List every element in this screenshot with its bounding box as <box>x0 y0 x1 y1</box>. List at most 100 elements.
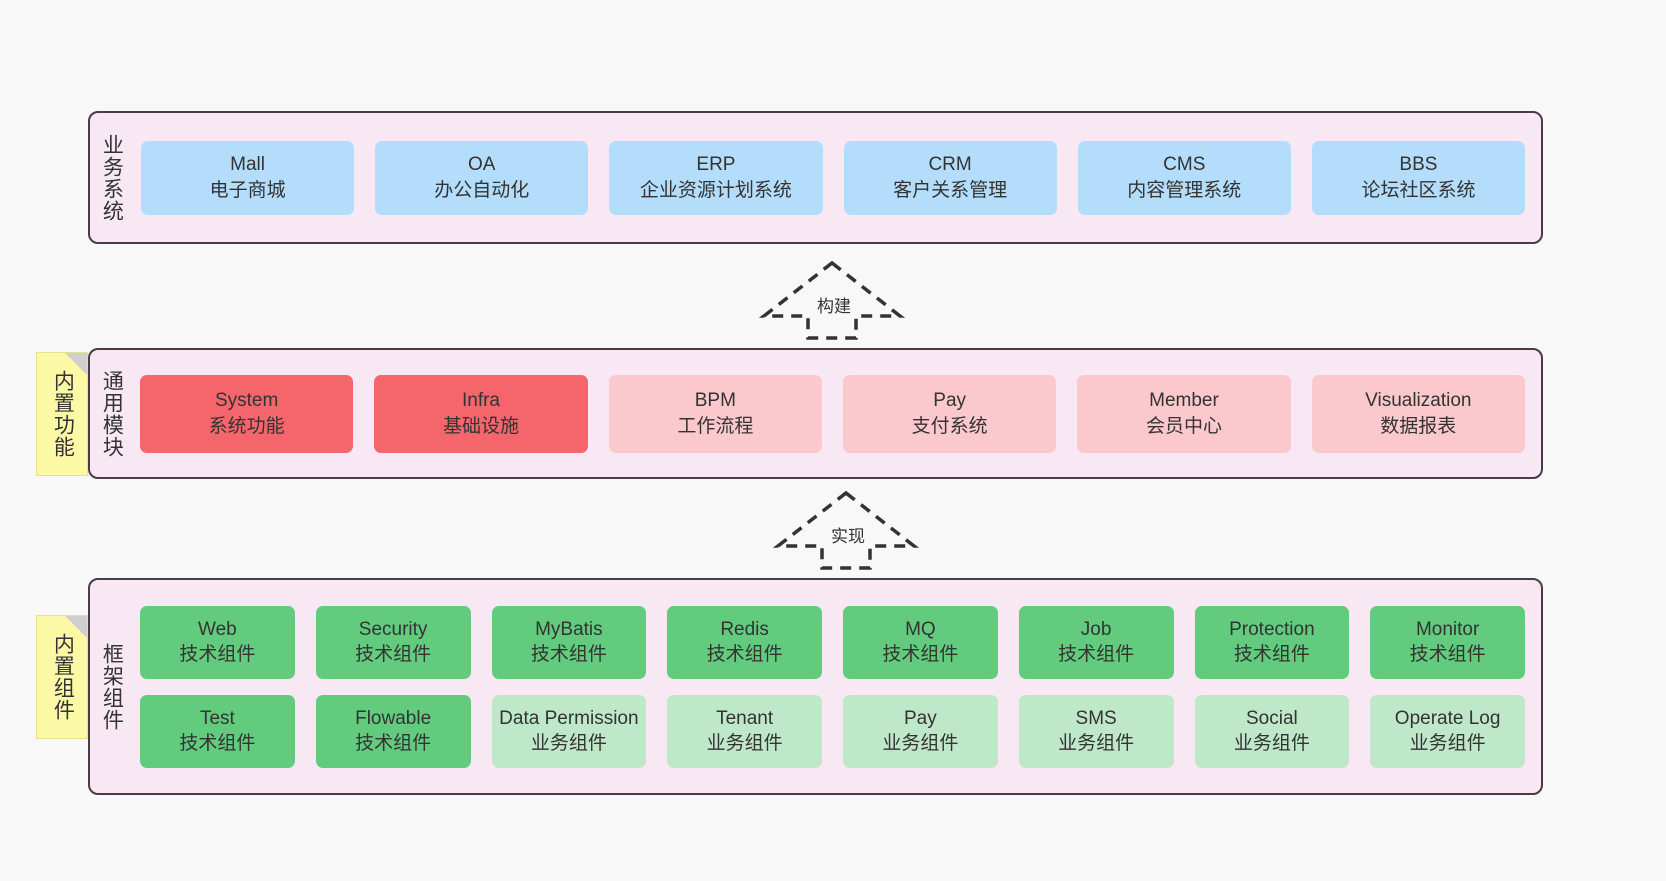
node-subtitle: 客户关系管理 <box>893 179 1008 201</box>
node-title: ERP <box>696 154 736 176</box>
node-subtitle: 业务组件 <box>882 733 959 754</box>
node-subtitle: 技术组件 <box>355 733 432 754</box>
node-mybatis[interactable]: MyBatis 技术组件 <box>491 605 647 679</box>
node-subtitle: 支付系统 <box>911 415 988 437</box>
node-title: OA <box>468 154 496 176</box>
node-visualization[interactable]: Visualization 数据报表 <box>1311 374 1525 453</box>
layer-title-business-system: 业务系统 <box>100 133 124 222</box>
node-flowable[interactable]: Flowable 技术组件 <box>315 694 471 768</box>
node-subtitle: 技术组件 <box>1233 644 1310 665</box>
node-title: Operate Log <box>1394 707 1501 729</box>
node-subtitle: 技术组件 <box>179 733 256 754</box>
node-subtitle: 内容管理系统 <box>1127 179 1242 201</box>
node-subtitle: 技术组件 <box>530 644 607 665</box>
node-title: MyBatis <box>535 618 603 640</box>
node-operate-log[interactable]: Operate Log 业务组件 <box>1370 694 1525 768</box>
node-title: Social <box>1246 707 1298 729</box>
node-title: Security <box>358 618 428 640</box>
node-bbs[interactable]: BBS 论坛社区系统 <box>1311 140 1526 215</box>
node-erp[interactable]: ERP 企业资源计划系统 <box>609 140 823 215</box>
layer-business-system: 业务系统 Mall 电子商城 OA 办公自动化 ERP 企业资源计划系统 CRM… <box>88 111 1543 244</box>
node-title: MQ <box>905 618 936 640</box>
node-title: Data Permission <box>499 707 639 729</box>
node-title: Pay <box>933 390 967 412</box>
layer-title-common-module: 通用模块 <box>100 369 124 458</box>
node-title: Visualization <box>1365 390 1472 412</box>
node-oa[interactable]: OA 办公自动化 <box>375 140 589 215</box>
node-title: Mall <box>230 154 265 176</box>
node-pay-component[interactable]: Pay 业务组件 <box>843 694 998 768</box>
node-subtitle: 业务组件 <box>706 733 783 754</box>
note-label: 内置功能 <box>51 370 75 458</box>
layer-title-framework-component: 框架组件 <box>100 642 124 731</box>
arrow-build-label: 构建 <box>817 297 851 316</box>
node-title: SMS <box>1075 707 1117 729</box>
node-subtitle: 企业资源计划系统 <box>639 179 792 201</box>
node-subtitle: 办公自动化 <box>434 179 530 201</box>
node-subtitle: 论坛社区系统 <box>1361 179 1476 201</box>
node-subtitle: 技术组件 <box>1058 644 1135 665</box>
node-title: Tenant <box>716 707 774 729</box>
node-test[interactable]: Test 技术组件 <box>140 694 295 768</box>
node-row: Web 技术组件 Security 技术组件 MyBatis 技术组件 Redi… <box>140 605 1525 679</box>
node-subtitle: 会员中心 <box>1145 415 1222 437</box>
node-web[interactable]: Web 技术组件 <box>140 605 295 679</box>
node-cms[interactable]: CMS 内容管理系统 <box>1077 140 1291 215</box>
node-subtitle: 数据报表 <box>1380 415 1457 437</box>
node-crm[interactable]: CRM 客户关系管理 <box>843 140 1057 215</box>
layer-body-business-system: Mall 电子商城 OA 办公自动化 ERP 企业资源计划系统 CRM 客户关系… <box>132 113 1541 242</box>
note-fold-corner-icon <box>65 353 87 375</box>
node-mq[interactable]: MQ 技术组件 <box>843 605 998 679</box>
node-subtitle: 系统功能 <box>208 415 285 437</box>
layer-body-common-module: System 系统功能 Infra 基础设施 BPM 工作流程 Pay 支付系统… <box>132 350 1541 477</box>
node-subtitle: 技术组件 <box>179 644 256 665</box>
node-title: Job <box>1080 618 1112 640</box>
note-builtin-component: 内置组件 <box>36 615 88 739</box>
note-builtin-function: 内置功能 <box>36 352 88 476</box>
node-subtitle: 业务组件 <box>1058 733 1135 754</box>
node-title: BBS <box>1399 154 1438 176</box>
node-security[interactable]: Security 技术组件 <box>315 605 471 679</box>
node-row: Test 技术组件 Flowable 技术组件 Data Permission … <box>140 694 1525 768</box>
node-sms[interactable]: SMS 业务组件 <box>1018 694 1174 768</box>
node-mall[interactable]: Mall 电子商城 <box>141 140 355 215</box>
node-title: Pay <box>904 707 937 729</box>
node-title: Protection <box>1229 618 1315 640</box>
node-subtitle: 技术组件 <box>882 644 959 665</box>
node-title: Test <box>199 707 235 729</box>
layer-body-framework-component: Web 技术组件 Security 技术组件 MyBatis 技术组件 Redi… <box>132 580 1541 793</box>
node-row: System 系统功能 Infra 基础设施 BPM 工作流程 Pay 支付系统… <box>140 374 1525 453</box>
node-infra[interactable]: Infra 基础设施 <box>374 374 588 453</box>
node-title: CMS <box>1163 154 1206 176</box>
node-subtitle: 技术组件 <box>706 644 783 665</box>
node-tenant[interactable]: Tenant 业务组件 <box>667 694 822 768</box>
node-title: Infra <box>461 390 500 412</box>
node-subtitle: 技术组件 <box>1409 644 1486 665</box>
node-job[interactable]: Job 技术组件 <box>1018 605 1174 679</box>
node-row: Mall 电子商城 OA 办公自动化 ERP 企业资源计划系统 CRM 客户关系… <box>141 140 1526 215</box>
node-subtitle: 业务组件 <box>530 733 607 754</box>
node-subtitle: 技术组件 <box>355 644 432 665</box>
node-data-permission[interactable]: Data Permission 业务组件 <box>491 694 647 768</box>
node-bpm[interactable]: BPM 工作流程 <box>608 374 822 453</box>
node-subtitle: 业务组件 <box>1233 733 1310 754</box>
node-subtitle: 基础设施 <box>442 415 519 437</box>
node-title: Member <box>1149 390 1219 412</box>
node-title: Flowable <box>355 707 432 729</box>
node-redis[interactable]: Redis 技术组件 <box>667 605 822 679</box>
node-subtitle: 电子商城 <box>209 179 286 201</box>
node-pay-module[interactable]: Pay 支付系统 <box>842 374 1057 453</box>
node-protection[interactable]: Protection 技术组件 <box>1194 605 1350 679</box>
node-monitor[interactable]: Monitor 技术组件 <box>1370 605 1525 679</box>
node-member[interactable]: Member 会员中心 <box>1077 374 1291 453</box>
node-social[interactable]: Social 业务组件 <box>1194 694 1350 768</box>
node-title: Web <box>198 618 237 640</box>
node-system[interactable]: System 系统功能 <box>140 374 354 453</box>
arrow-implement-label: 实现 <box>831 527 865 546</box>
layer-framework-component: 框架组件 Web 技术组件 Security 技术组件 MyBatis 技术组件… <box>88 578 1543 795</box>
node-subtitle: 工作流程 <box>677 415 754 437</box>
node-title: CRM <box>928 154 972 176</box>
node-title: Redis <box>720 618 769 640</box>
node-title: System <box>214 390 279 412</box>
